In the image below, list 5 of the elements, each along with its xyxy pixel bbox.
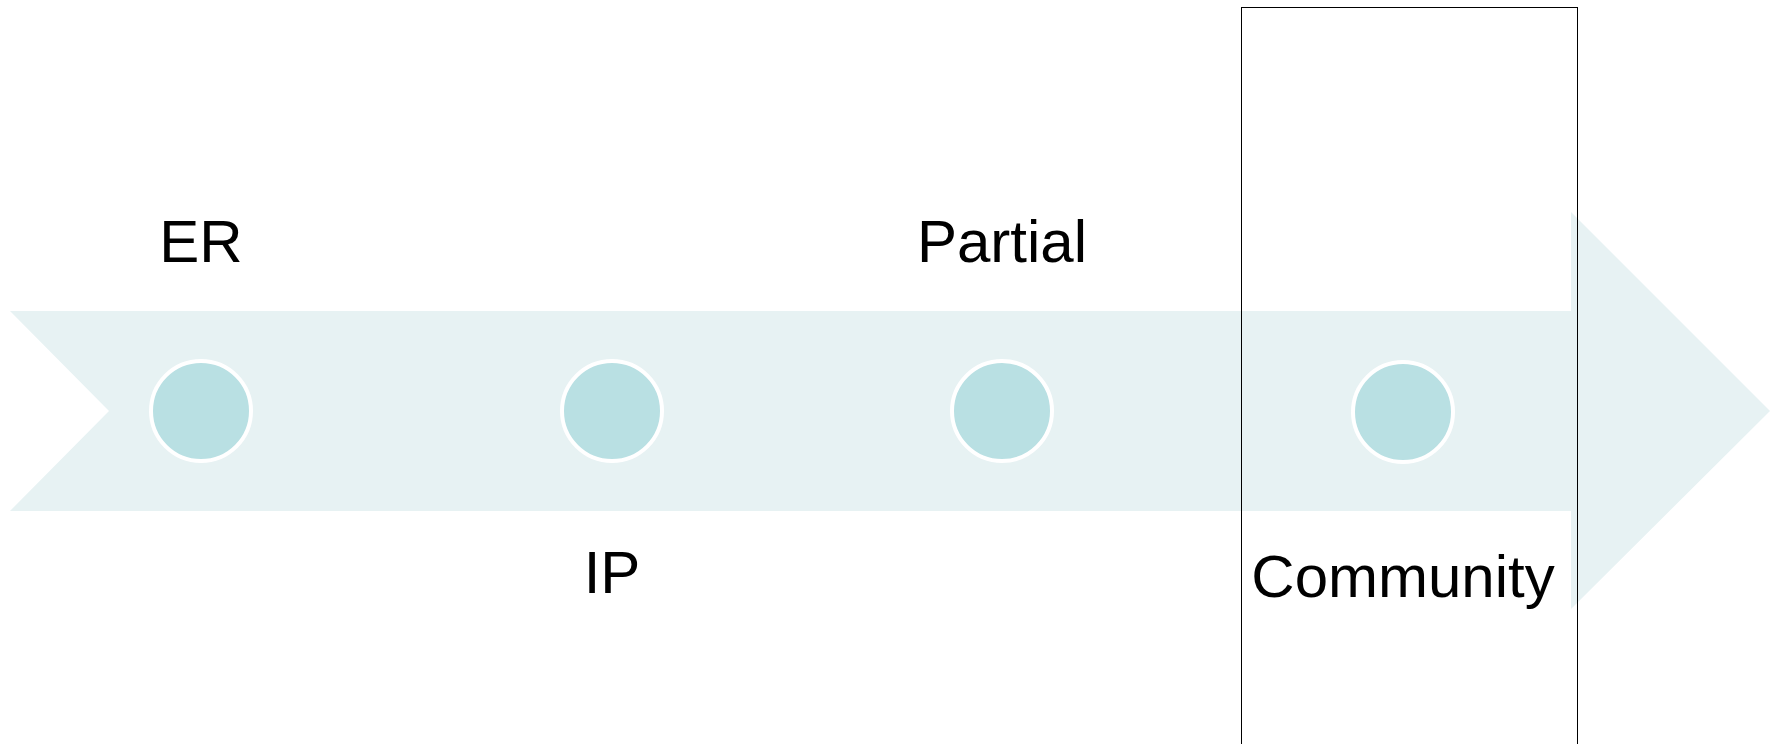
highlight-frame xyxy=(1241,7,1578,744)
circle-label: Community xyxy=(1251,547,1555,607)
circle-label: ER xyxy=(159,212,243,272)
circle-label: IP xyxy=(583,543,641,603)
circle-label: Partial xyxy=(916,212,1088,272)
